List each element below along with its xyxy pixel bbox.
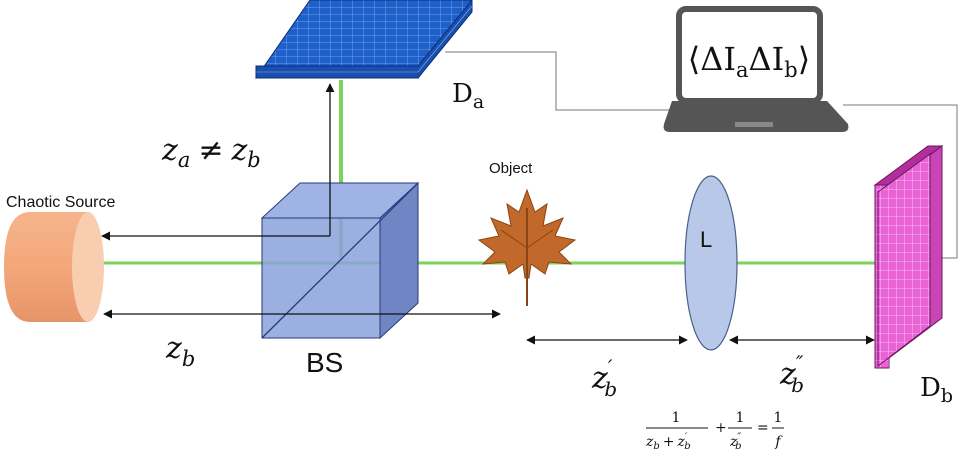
zb-dprime-label: z″b — [779, 351, 804, 397]
svg-text:1: 1 — [672, 410, 681, 426]
beam-splitter-label: BS — [306, 347, 343, 378]
detector-b-label: Db — [920, 373, 953, 407]
maple-leaf-object — [477, 188, 577, 306]
svg-text:+: + — [715, 420, 727, 436]
chaotic-source-label: Chaotic Source — [6, 194, 115, 211]
svg-text:z″b: z″b — [729, 432, 742, 452]
wire-da-laptop — [445, 51, 670, 111]
svg-text:zb+z′b: zb+z′b — [645, 432, 691, 452]
svg-text:=: = — [757, 420, 769, 436]
beam-splitter-cube — [260, 181, 420, 340]
chaotic-source — [4, 212, 104, 322]
laptop-icon — [663, 6, 849, 132]
detector-b — [873, 145, 944, 369]
zb-label: zb — [165, 331, 195, 371]
zb-prime-label: z′b — [591, 355, 617, 401]
detector-a-label: Da — [452, 79, 484, 113]
lens — [684, 175, 738, 351]
correlation-label: ⟨ΔIaΔIb⟩ — [688, 40, 810, 82]
svg-text:1: 1 — [736, 410, 745, 426]
object-label: Object — [489, 160, 533, 177]
svg-text:1: 1 — [774, 410, 783, 426]
lens-equation: 1 zb+z′b + 1 z″b = 1 f — [645, 410, 784, 452]
lens-label: L — [700, 227, 712, 252]
detector-a — [255, 0, 473, 79]
inequality-label: za≠zb — [161, 133, 261, 172]
svg-text:f: f — [774, 434, 783, 450]
